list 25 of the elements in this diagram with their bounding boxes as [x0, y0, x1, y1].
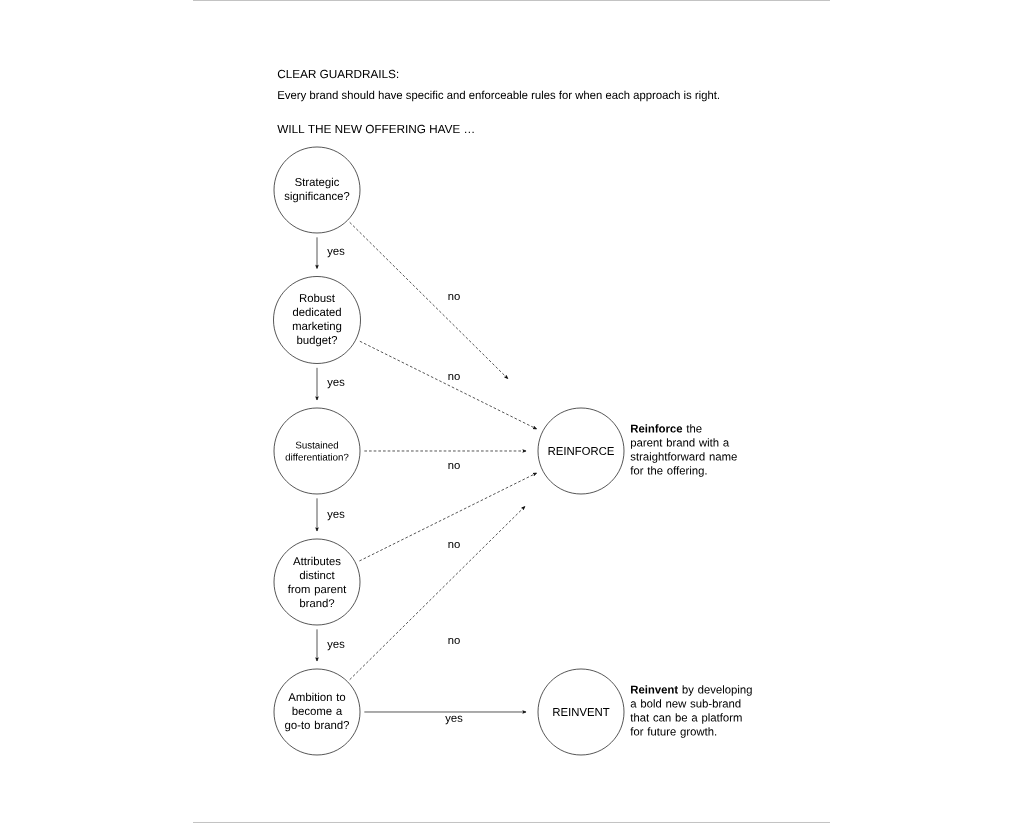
- arrow: [349, 506, 526, 680]
- arrow: [315, 498, 319, 532]
- question-heading: WILL THE NEW OFFERING HAVE …: [277, 124, 474, 134]
- edge-label: no: [446, 540, 462, 550]
- edge-label: no: [446, 636, 462, 646]
- arrow: [315, 629, 319, 662]
- arrow: [315, 367, 319, 401]
- description-text: Reinvent by developing a bold new sub-brand that can be a platform for future growth.: [630, 685, 752, 738]
- edge-label: no: [446, 292, 462, 302]
- arrow: [359, 472, 537, 562]
- edge-label: yes: [325, 640, 347, 652]
- arrow: [315, 237, 319, 269]
- arrow: [349, 222, 509, 379]
- edge-label: yes: [325, 247, 347, 259]
- description-text: Every brand should have specific and enforceable rules for when each approach is right.: [278, 90, 720, 102]
- edge-label: yes: [443, 714, 465, 726]
- arrow: [359, 340, 537, 430]
- arrow: [364, 710, 527, 714]
- description-text: Reinforce the parent brand with a straightforward name for the offering.: [630, 424, 737, 477]
- edge-label: no: [446, 372, 462, 382]
- arrow: [364, 449, 527, 453]
- heading: CLEAR GUARDRAILS:: [277, 69, 399, 79]
- edge-label: yes: [325, 378, 347, 390]
- edge-label: no: [446, 461, 462, 471]
- edge-label: yes: [325, 510, 347, 522]
